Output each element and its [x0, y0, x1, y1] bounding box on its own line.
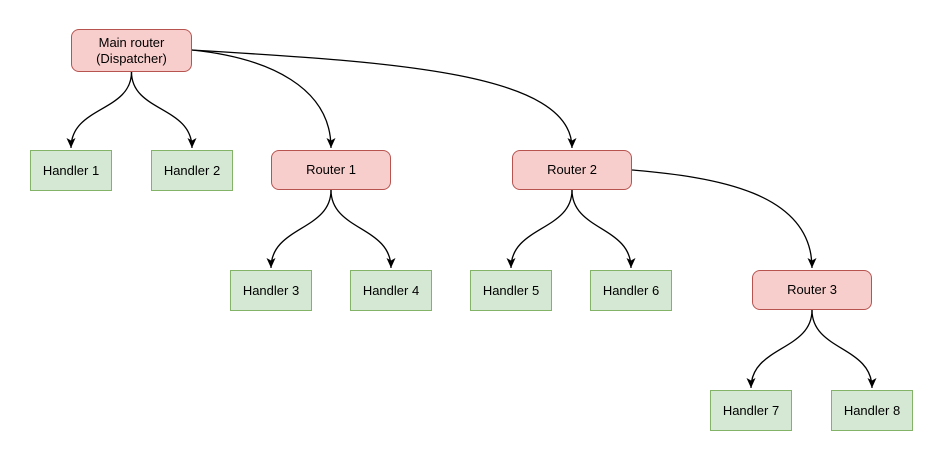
edge-router1-to-handler4: [330, 189, 396, 269]
node-handler-4: Handler 4: [350, 270, 432, 311]
node-label: Router 3: [787, 282, 837, 297]
node-label: Handler 7: [722, 402, 780, 418]
node-router-2: Router 2: [512, 150, 632, 190]
node-label-line1: Main router: [98, 34, 165, 50]
node-label: Handler 4: [362, 282, 420, 298]
edge-router1-to-handler3: [266, 189, 332, 269]
node-label: Router 2: [547, 162, 597, 177]
node-label: Handler 1: [42, 162, 100, 178]
node-label: Router 1: [306, 162, 356, 177]
node-handler-1: Handler 1: [30, 150, 112, 191]
edge-router2-to-router3: [631, 169, 817, 269]
node-router-1: Router 1: [271, 150, 391, 190]
edge-main-to-router1: [191, 49, 336, 149]
node-router-3: Router 3: [752, 270, 872, 310]
edge-router2-to-handler5: [506, 189, 573, 269]
node-label: Handler 8: [843, 402, 901, 418]
node-handler-2: Handler 2: [151, 150, 233, 191]
edge-router3-to-handler7: [746, 309, 813, 389]
edge-main-to-handler2: [130, 71, 197, 149]
edge-router2-to-handler6: [571, 189, 636, 269]
edge-main-to-router2: [191, 49, 577, 149]
node-label: Handler 5: [482, 282, 540, 298]
node-label: Handler 3: [242, 282, 300, 298]
node-main-router-dispatcher: Main router (Dispatcher): [71, 29, 192, 72]
node-handler-7: Handler 7: [710, 390, 792, 431]
node-handler-3: Handler 3: [230, 270, 312, 311]
node-label-line2: (Dispatcher): [96, 50, 167, 66]
node-handler-8: Handler 8: [831, 390, 913, 431]
edge-main-to-handler1: [66, 71, 133, 149]
edge-router3-to-handler8: [811, 309, 877, 389]
node-label: Main router (Dispatcher): [96, 35, 167, 67]
node-label: Handler 6: [602, 282, 660, 298]
node-handler-5: Handler 5: [470, 270, 552, 311]
node-label: Handler 2: [163, 162, 221, 178]
node-handler-6: Handler 6: [590, 270, 672, 311]
